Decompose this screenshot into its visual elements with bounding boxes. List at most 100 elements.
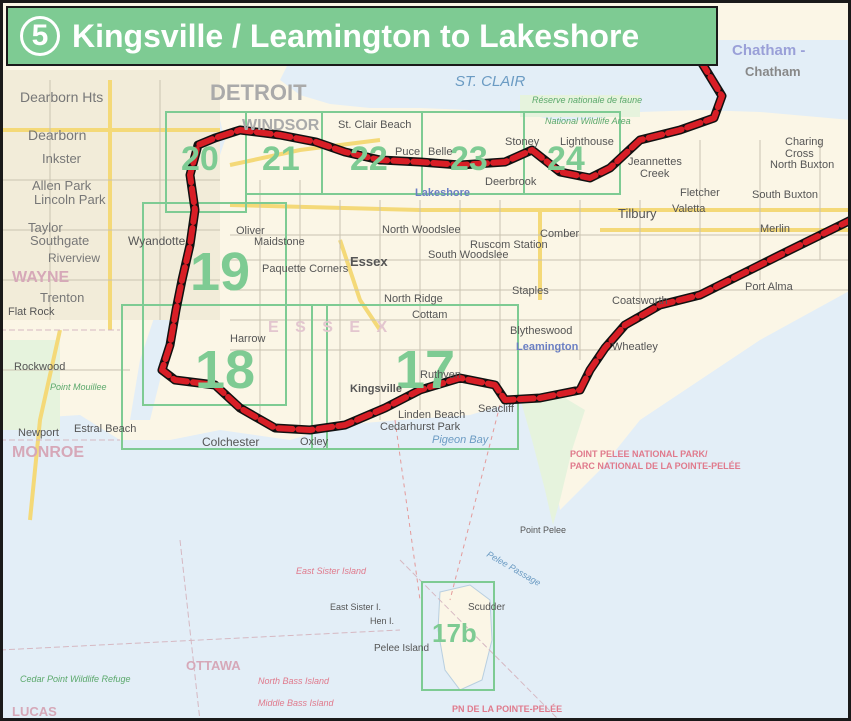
label-belle: Belle [428, 146, 452, 158]
label-staples: Staples [512, 285, 549, 297]
title-banner: 5 Kingsville / Leamington to Lakeshore [6, 6, 718, 66]
label-point-pelee: Point Pelee [520, 525, 566, 535]
label-st-clair: ST. CLAIR [455, 73, 525, 90]
point-pelee-peninsula [520, 395, 585, 525]
label-estral-beach: Estral Beach [74, 423, 136, 435]
label-harrow: Harrow [230, 333, 266, 345]
section-17b: 17b [432, 618, 477, 648]
label-southgate: Southgate [30, 233, 89, 248]
section-20: 20 [181, 140, 219, 178]
label-scudder: Scudder [468, 602, 506, 613]
route-number-badge: 5 [20, 16, 60, 56]
label-flat-rock: Flat Rock [8, 306, 55, 318]
label-middle-bass: Middle Bass Island [258, 698, 335, 708]
label-ruthven: Ruthven [420, 369, 461, 381]
label-reserve: Réserve nationale de faune [532, 95, 642, 105]
label-hen-i: Hen I. [370, 616, 394, 626]
label-leamington: Leamington [516, 341, 579, 353]
map-title: Kingsville / Leamington to Lakeshore [72, 17, 640, 54]
label-pelee-island: Pelee Island [374, 643, 429, 654]
label-nwa: National Wildlife Area [545, 116, 631, 126]
label-wheatley: Wheatley [612, 341, 658, 353]
section-24: 24 [547, 140, 585, 178]
label-chatham: Chatham [745, 64, 801, 79]
label-east-sister-i: East Sister I. [330, 602, 381, 612]
lake-erie [0, 290, 851, 721]
label-south-woodslee: South Woodslee [428, 249, 509, 261]
label-north-woodslee: North Woodslee [382, 224, 461, 236]
label-taylor: Taylor [28, 220, 63, 235]
label-ottawa: OTTAWA [186, 658, 241, 673]
label-wyandotte: Wyandotte [128, 234, 186, 248]
label-dearborn-hts: Dearborn Hts [20, 89, 103, 105]
label-point-mouillee: Point Mouillee [50, 382, 107, 392]
label-creek: Creek [640, 168, 670, 180]
label-trenton: Trenton [40, 290, 84, 305]
label-essex: Essex [350, 254, 388, 269]
label-cedar-point: Cedar Point Wildlife Refuge [20, 674, 130, 684]
label-lincoln-park: Lincoln Park [34, 192, 106, 207]
label-chatham-county: Chatham - [732, 42, 805, 59]
label-essex-county: E S S E X [268, 319, 393, 336]
label-port-alma: Port Alma [745, 281, 794, 293]
label-seacliff: Seacliff [478, 403, 515, 415]
label-coatsworth: Coatsworth [612, 295, 668, 307]
section-21: 21 [262, 140, 300, 178]
section-17: 17 [395, 340, 455, 400]
section-22: 22 [350, 140, 388, 178]
label-ppnp: POINT PELEE NATIONAL PARK/ [570, 449, 708, 459]
label-inkster: Inkster [42, 151, 82, 166]
label-north-ridge: North Ridge [384, 293, 443, 305]
label-linden-beach: Linden Beach [398, 409, 465, 421]
label-oxley: Oxley [300, 436, 329, 448]
label-valetta: Valetta [672, 203, 706, 215]
label-pn-pelee: PN DE LA POINTE-PELÉE [452, 704, 562, 714]
label-north-bass: North Bass Island [258, 676, 330, 686]
label-tilbury: Tilbury [618, 206, 657, 221]
label-windsor: WINDSOR [242, 117, 320, 134]
label-ppnp-fr: PARC NATIONAL DE LA POINTE-PELÉE [570, 461, 741, 471]
label-newport: Newport [18, 427, 59, 439]
label-fletcher: Fletcher [680, 187, 720, 199]
section-18: 18 [195, 340, 255, 400]
route-line [157, 55, 851, 435]
label-north-buxton: North Buxton [770, 159, 834, 171]
label-lakeshore: Lakeshore [415, 187, 470, 199]
label-detroit: DETROIT [210, 80, 307, 105]
label-allen-park: Allen Park [32, 178, 92, 193]
label-maidstone: Maidstone [254, 236, 305, 248]
label-st-clair-beach: St. Clair Beach [338, 119, 411, 131]
label-charing: Charing [785, 136, 824, 148]
roads [0, 80, 851, 430]
label-dearborn: Dearborn [28, 127, 86, 143]
label-monroe: MONROE [12, 444, 84, 461]
label-cottam: Cottam [412, 309, 447, 321]
label-wayne: WAYNE [12, 269, 70, 286]
label-jeannettes: Jeannettes [628, 156, 682, 168]
label-rockwood: Rockwood [14, 361, 65, 373]
label-kingsville: Kingsville [350, 383, 402, 395]
label-stoney: Stoney [505, 136, 540, 148]
label-cross: Cross [785, 148, 814, 160]
label-cedarhurst: Cedarhurst Park [380, 421, 461, 433]
label-puce: Puce [395, 146, 420, 158]
label-comber: Comber [540, 228, 579, 240]
label-oliver: Oliver [236, 225, 265, 237]
park-area [0, 340, 60, 430]
label-pigeon-bay: Pigeon Bay [432, 434, 490, 446]
section-19: 19 [190, 242, 250, 302]
label-lucas: LUCAS [12, 704, 57, 719]
label-east-sister: East Sister Island [296, 566, 367, 576]
ferry-routes [394, 404, 501, 601]
boundaries [0, 329, 561, 721]
label-riverview: Riverview [48, 251, 100, 265]
label-colchester: Colchester [202, 435, 259, 449]
label-merlin: Merlin [760, 223, 790, 235]
label-deerbrook: Deerbrook [485, 176, 537, 188]
label-paquette: Paquette Corners [262, 263, 349, 275]
label-blytheswood: Blytheswood [510, 325, 572, 337]
section-23: 23 [450, 140, 488, 178]
label-ruscom: Ruscom Station [470, 239, 548, 251]
